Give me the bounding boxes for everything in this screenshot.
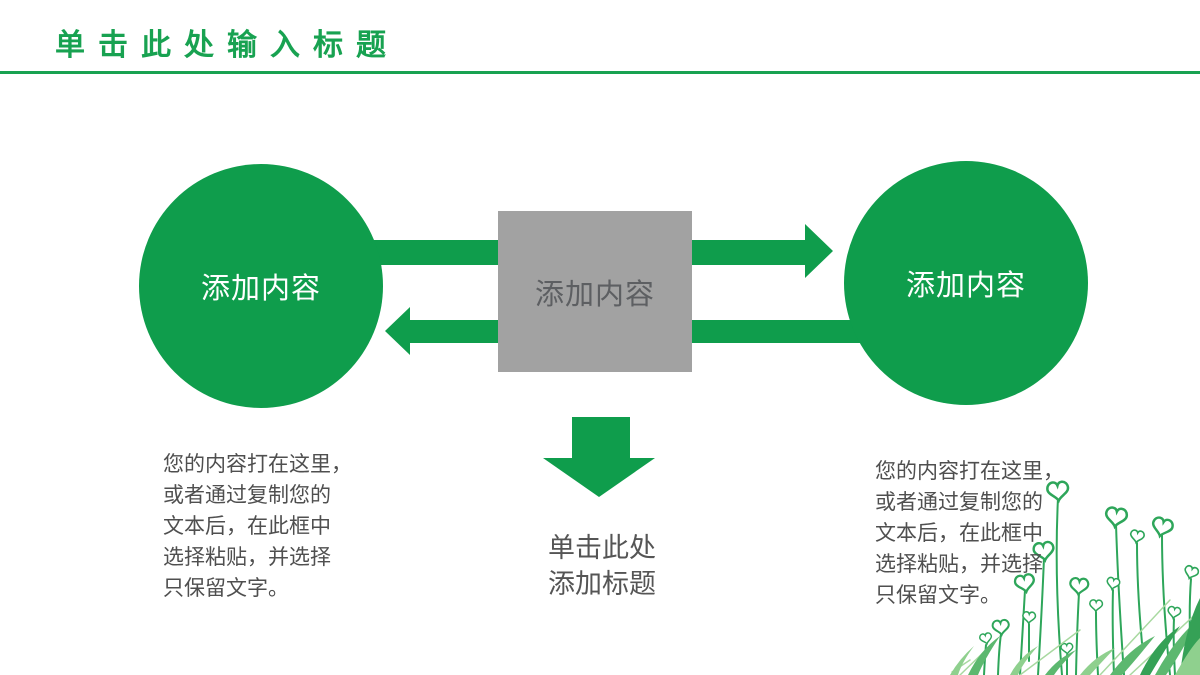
slide-title-placeholder[interactable]: 单击此处输入标题 <box>55 29 399 62</box>
heart-grass-illustration <box>950 478 1200 675</box>
title-divider-line <box>0 71 1200 74</box>
left-note-placeholder[interactable]: 您的内容打在这里， 或者通过复制您的 文本后，在此框中 选择粘贴，并选择 只保留… <box>163 453 352 600</box>
arrow-down-head-icon <box>543 458 655 497</box>
left-content-circle[interactable]: 添加内容 <box>139 164 383 408</box>
arrow-left-head-icon <box>385 307 410 355</box>
right-note-placeholder[interactable]: 您的内容打在这里， 或者通过复制您的 文本后，在此框中 选择粘贴，并选择 只保留… <box>875 460 1064 607</box>
center-caption-placeholder[interactable]: 单击此处 添加标题 <box>548 533 656 599</box>
left-circle-label: 添加内容 <box>200 273 321 305</box>
center-box-label: 添加内容 <box>534 278 655 311</box>
arrow-down-icon <box>572 417 630 458</box>
right-circle-label: 添加内容 <box>905 270 1026 302</box>
center-content-box[interactable]: 添加内容 <box>498 211 692 372</box>
heart-grass-svg <box>950 479 1200 675</box>
right-content-circle[interactable]: 添加内容 <box>844 161 1088 405</box>
arrow-right-head-icon <box>805 224 833 278</box>
